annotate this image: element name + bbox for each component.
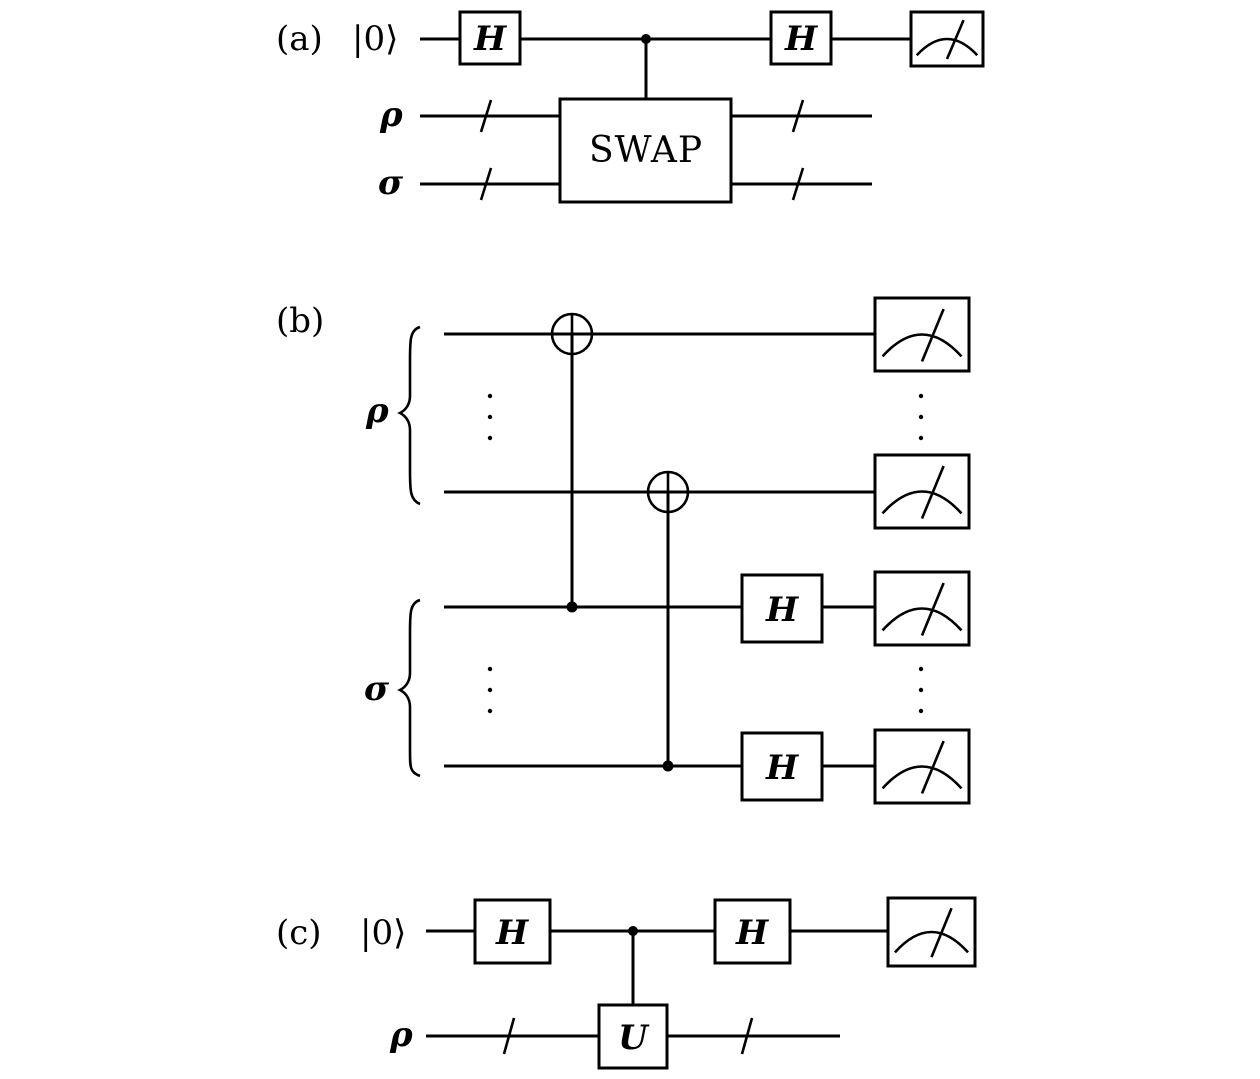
meter-needle	[930, 907, 953, 958]
hadamard-gate: H	[458, 10, 522, 66]
cnot-gate	[550, 312, 594, 613]
bundle-slash-icon	[791, 99, 805, 133]
hadamard-gate: H	[713, 898, 792, 965]
measurement-meter-icon	[886, 896, 977, 968]
ellipsis-icon	[487, 666, 493, 714]
bundle-slash-icon	[502, 1017, 516, 1055]
control-dot-icon	[628, 926, 638, 936]
rho-register-label: ρ	[365, 391, 389, 431]
meter-needle	[920, 582, 945, 637]
meter-needle	[945, 19, 965, 60]
bundle-slash-icon	[791, 167, 805, 201]
cnot-gate	[646, 470, 690, 772]
unitary-gate: U	[597, 1003, 669, 1070]
control-dot-icon	[566, 601, 578, 613]
svg-text:H: H	[495, 913, 530, 953]
sigma-brace	[397, 598, 421, 778]
meter-arc	[893, 930, 970, 954]
svg-text:H: H	[784, 19, 819, 59]
panel-a: (a) |0⟩ ρ σ H SWAP H	[276, 10, 985, 204]
svg-text:U: U	[618, 1018, 650, 1058]
hadamard-gate: H	[769, 10, 833, 66]
rho-brace	[397, 325, 421, 506]
bundle-slash-icon	[740, 1017, 754, 1055]
bundle-slash-icon	[479, 99, 493, 133]
svg-text:H: H	[765, 748, 800, 788]
bundle-slash-icon	[479, 167, 493, 201]
measurement-meter-icon	[873, 570, 971, 647]
ellipsis-icon	[918, 666, 924, 714]
panel-b-label: (b)	[276, 301, 324, 341]
meter-arc	[881, 490, 963, 515]
panel-c: (c) |0⟩ ρ H U H	[276, 896, 977, 1070]
measurement-meter-icon	[873, 296, 971, 373]
hadamard-gate: H	[740, 573, 824, 644]
meter-arc	[881, 607, 963, 632]
rho-label: ρ	[379, 95, 403, 135]
control-dot-icon	[641, 34, 651, 44]
rho-label: ρ	[389, 1015, 413, 1055]
svg-text:H: H	[735, 913, 770, 953]
svg-text:SWAP: SWAP	[589, 130, 703, 171]
svg-text:H: H	[765, 590, 800, 630]
ket-zero-label: |0⟩	[352, 19, 398, 59]
sigma-register-label: σ	[364, 669, 390, 709]
swap-gate: SWAP	[558, 97, 733, 204]
measurement-meter-icon	[873, 728, 971, 805]
panel-b: (b) ρ σ	[276, 296, 971, 805]
measurement-meter-icon	[909, 10, 985, 68]
measurement-meter-icon	[873, 453, 971, 530]
meter-arc	[881, 333, 963, 358]
svg-text:H: H	[473, 19, 508, 59]
meter-arc	[915, 37, 979, 57]
sigma-label: σ	[378, 163, 404, 203]
meter-needle	[920, 308, 945, 363]
control-dot-icon	[662, 760, 674, 772]
ket-zero-label: |0⟩	[360, 913, 406, 953]
meter-arc	[881, 765, 963, 790]
ellipsis-icon	[918, 393, 924, 441]
panel-c-label: (c)	[276, 913, 322, 953]
panel-a-label: (a)	[276, 19, 323, 59]
meter-needle	[920, 465, 945, 520]
hadamard-gate: H	[740, 731, 824, 802]
hadamard-gate: H	[473, 898, 552, 965]
meter-needle	[920, 740, 945, 795]
ellipsis-icon	[487, 393, 493, 441]
